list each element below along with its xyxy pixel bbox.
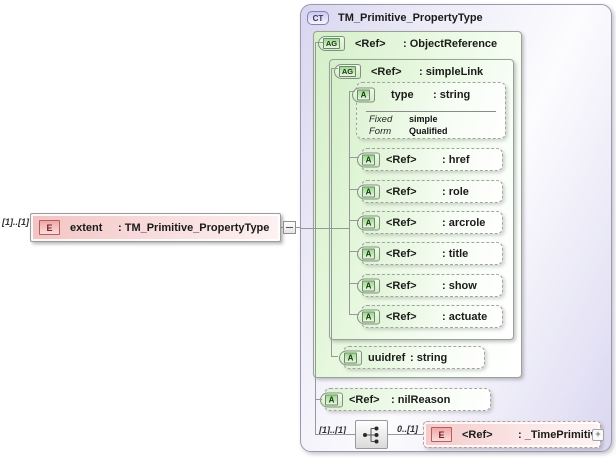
- sequence-cardinality-right: 0..[1]: [397, 424, 419, 434]
- attribute-icon: A: [357, 215, 380, 230]
- sequence-icon: [362, 426, 378, 443]
- facet-value: Qualified: [409, 125, 448, 136]
- attribute-type[interactable]: A type : string Fixed simple Form Q: [352, 82, 506, 139]
- tree-line: [315, 42, 316, 434]
- attribute-name: <Ref>: [386, 279, 417, 292]
- extent-cardinality: [1]..[1]: [2, 217, 29, 227]
- attrgroup-header: AG <Ref> : simpleLink: [334, 64, 483, 79]
- attribute-name: <Ref>: [386, 310, 417, 323]
- facet-table: Fixed simple Form Qualified: [369, 114, 448, 137]
- attribute-type-label: : show: [442, 279, 477, 292]
- element-type: : TM_Primitive_PropertyType: [118, 221, 270, 234]
- attribute-name: <Ref>: [386, 247, 417, 260]
- attrgroup-name: <Ref>: [371, 65, 402, 78]
- element-icon: E: [431, 427, 452, 442]
- attrgroup-object-reference[interactable]: AG <Ref> : ObjectReference AG <Ref> : si…: [313, 31, 522, 378]
- attribute-href[interactable]: A <Ref> : href: [357, 148, 503, 171]
- attribute-header: A type : string: [352, 83, 505, 107]
- attribute-actuate[interactable]: A <Ref> : actuate: [357, 305, 503, 328]
- facet-value: simple: [409, 114, 438, 124]
- attribute-name: <Ref>: [386, 153, 417, 166]
- attribute-group-icon: AG: [318, 36, 345, 51]
- attribute-type-label: : actuate: [442, 310, 488, 323]
- attribute-type-label: : string: [433, 89, 471, 101]
- collapse-handle[interactable]: [283, 221, 296, 234]
- tree-line: [349, 220, 359, 221]
- facet-row: Form Qualified: [369, 126, 448, 138]
- attribute-type-label: : nilReason: [391, 393, 451, 406]
- attribute-icon: A: [320, 392, 343, 407]
- complex-type-title: TM_Primitive_PropertyType: [338, 12, 483, 24]
- tree-line: [331, 356, 338, 357]
- attribute-arcrole[interactable]: A <Ref> : arcrole: [357, 211, 503, 234]
- complex-type-box[interactable]: CT TM_Primitive_PropertyType AG <Ref> : …: [300, 4, 612, 452]
- tree-line: [315, 399, 322, 400]
- attrgroup-name: <Ref>: [355, 37, 386, 50]
- attribute-name: type: [391, 89, 414, 101]
- tree-line: [349, 91, 355, 92]
- attribute-type-label: : role: [442, 185, 469, 198]
- attribute-icon: A: [357, 246, 380, 261]
- attribute-role[interactable]: A <Ref> : role: [357, 180, 503, 203]
- element-name: <Ref>: [462, 428, 493, 441]
- tree-line: [301, 228, 349, 229]
- attrgroup-type: : ObjectReference: [403, 37, 498, 50]
- attrgroup-header: AG <Ref> : ObjectReference: [318, 36, 497, 51]
- attribute-name: <Ref>: [386, 185, 417, 198]
- expand-icon[interactable]: +: [592, 428, 604, 441]
- tree-line: [315, 434, 355, 435]
- attribute-title[interactable]: A <Ref> : title: [357, 242, 503, 265]
- tree-line: [331, 68, 338, 69]
- attribute-icon: A: [357, 152, 380, 167]
- attribute-icon: A: [339, 350, 362, 365]
- attribute-type-label: : string: [410, 351, 448, 364]
- complex-type-icon: CT: [307, 11, 329, 25]
- attribute-type-label: : arcrole: [442, 216, 486, 229]
- element-type: : _TimePrimitive: [518, 428, 603, 441]
- attribute-icon: A: [352, 87, 375, 103]
- attribute-uuidref[interactable]: A uuidref : string: [339, 346, 485, 369]
- tree-line: [349, 91, 350, 314]
- attrgroup-type: : simpleLink: [419, 65, 484, 78]
- facet-label: Fixed: [369, 114, 393, 125]
- element-icon: E: [39, 220, 60, 235]
- facet-label: Form: [369, 125, 392, 137]
- tree-line: [349, 283, 359, 284]
- attrgroup-simple-link[interactable]: AG <Ref> : simpleLink A type : string: [329, 59, 514, 340]
- tree-line: [349, 251, 359, 252]
- tree-line: [349, 189, 359, 190]
- tree-line: [349, 157, 359, 158]
- attribute-nilreason[interactable]: A <Ref> : nilReason: [320, 388, 491, 411]
- facet-separator: [366, 111, 496, 112]
- attribute-show[interactable]: A <Ref> : show: [357, 274, 503, 297]
- attribute-group-icon: AG: [334, 64, 361, 79]
- sequence-cardinality-left: [1]..[1]: [319, 425, 346, 435]
- element-time-primitive[interactable]: E <Ref> : _TimePrimitive +: [423, 421, 604, 448]
- element-name: extent: [70, 221, 103, 234]
- attribute-icon: A: [357, 184, 380, 199]
- sequence-compositor[interactable]: [355, 420, 388, 449]
- minus-icon: [286, 227, 293, 228]
- attribute-name: <Ref>: [349, 393, 380, 406]
- element-extent[interactable]: E extent : TM_Primitive_PropertyType: [30, 213, 281, 242]
- facet-row: Fixed simple: [369, 114, 448, 126]
- attribute-type-label: : href: [442, 153, 470, 166]
- attribute-name: <Ref>: [386, 216, 417, 229]
- tree-line: [388, 434, 423, 435]
- attribute-icon: A: [357, 278, 380, 293]
- attribute-name: uuidref: [368, 351, 406, 364]
- attribute-type-label: : title: [442, 247, 469, 260]
- tree-line: [315, 42, 323, 43]
- complex-type-header: CT TM_Primitive_PropertyType: [307, 11, 483, 25]
- tree-line: [331, 68, 332, 356]
- tree-line: [349, 314, 359, 315]
- attribute-icon: A: [357, 309, 380, 324]
